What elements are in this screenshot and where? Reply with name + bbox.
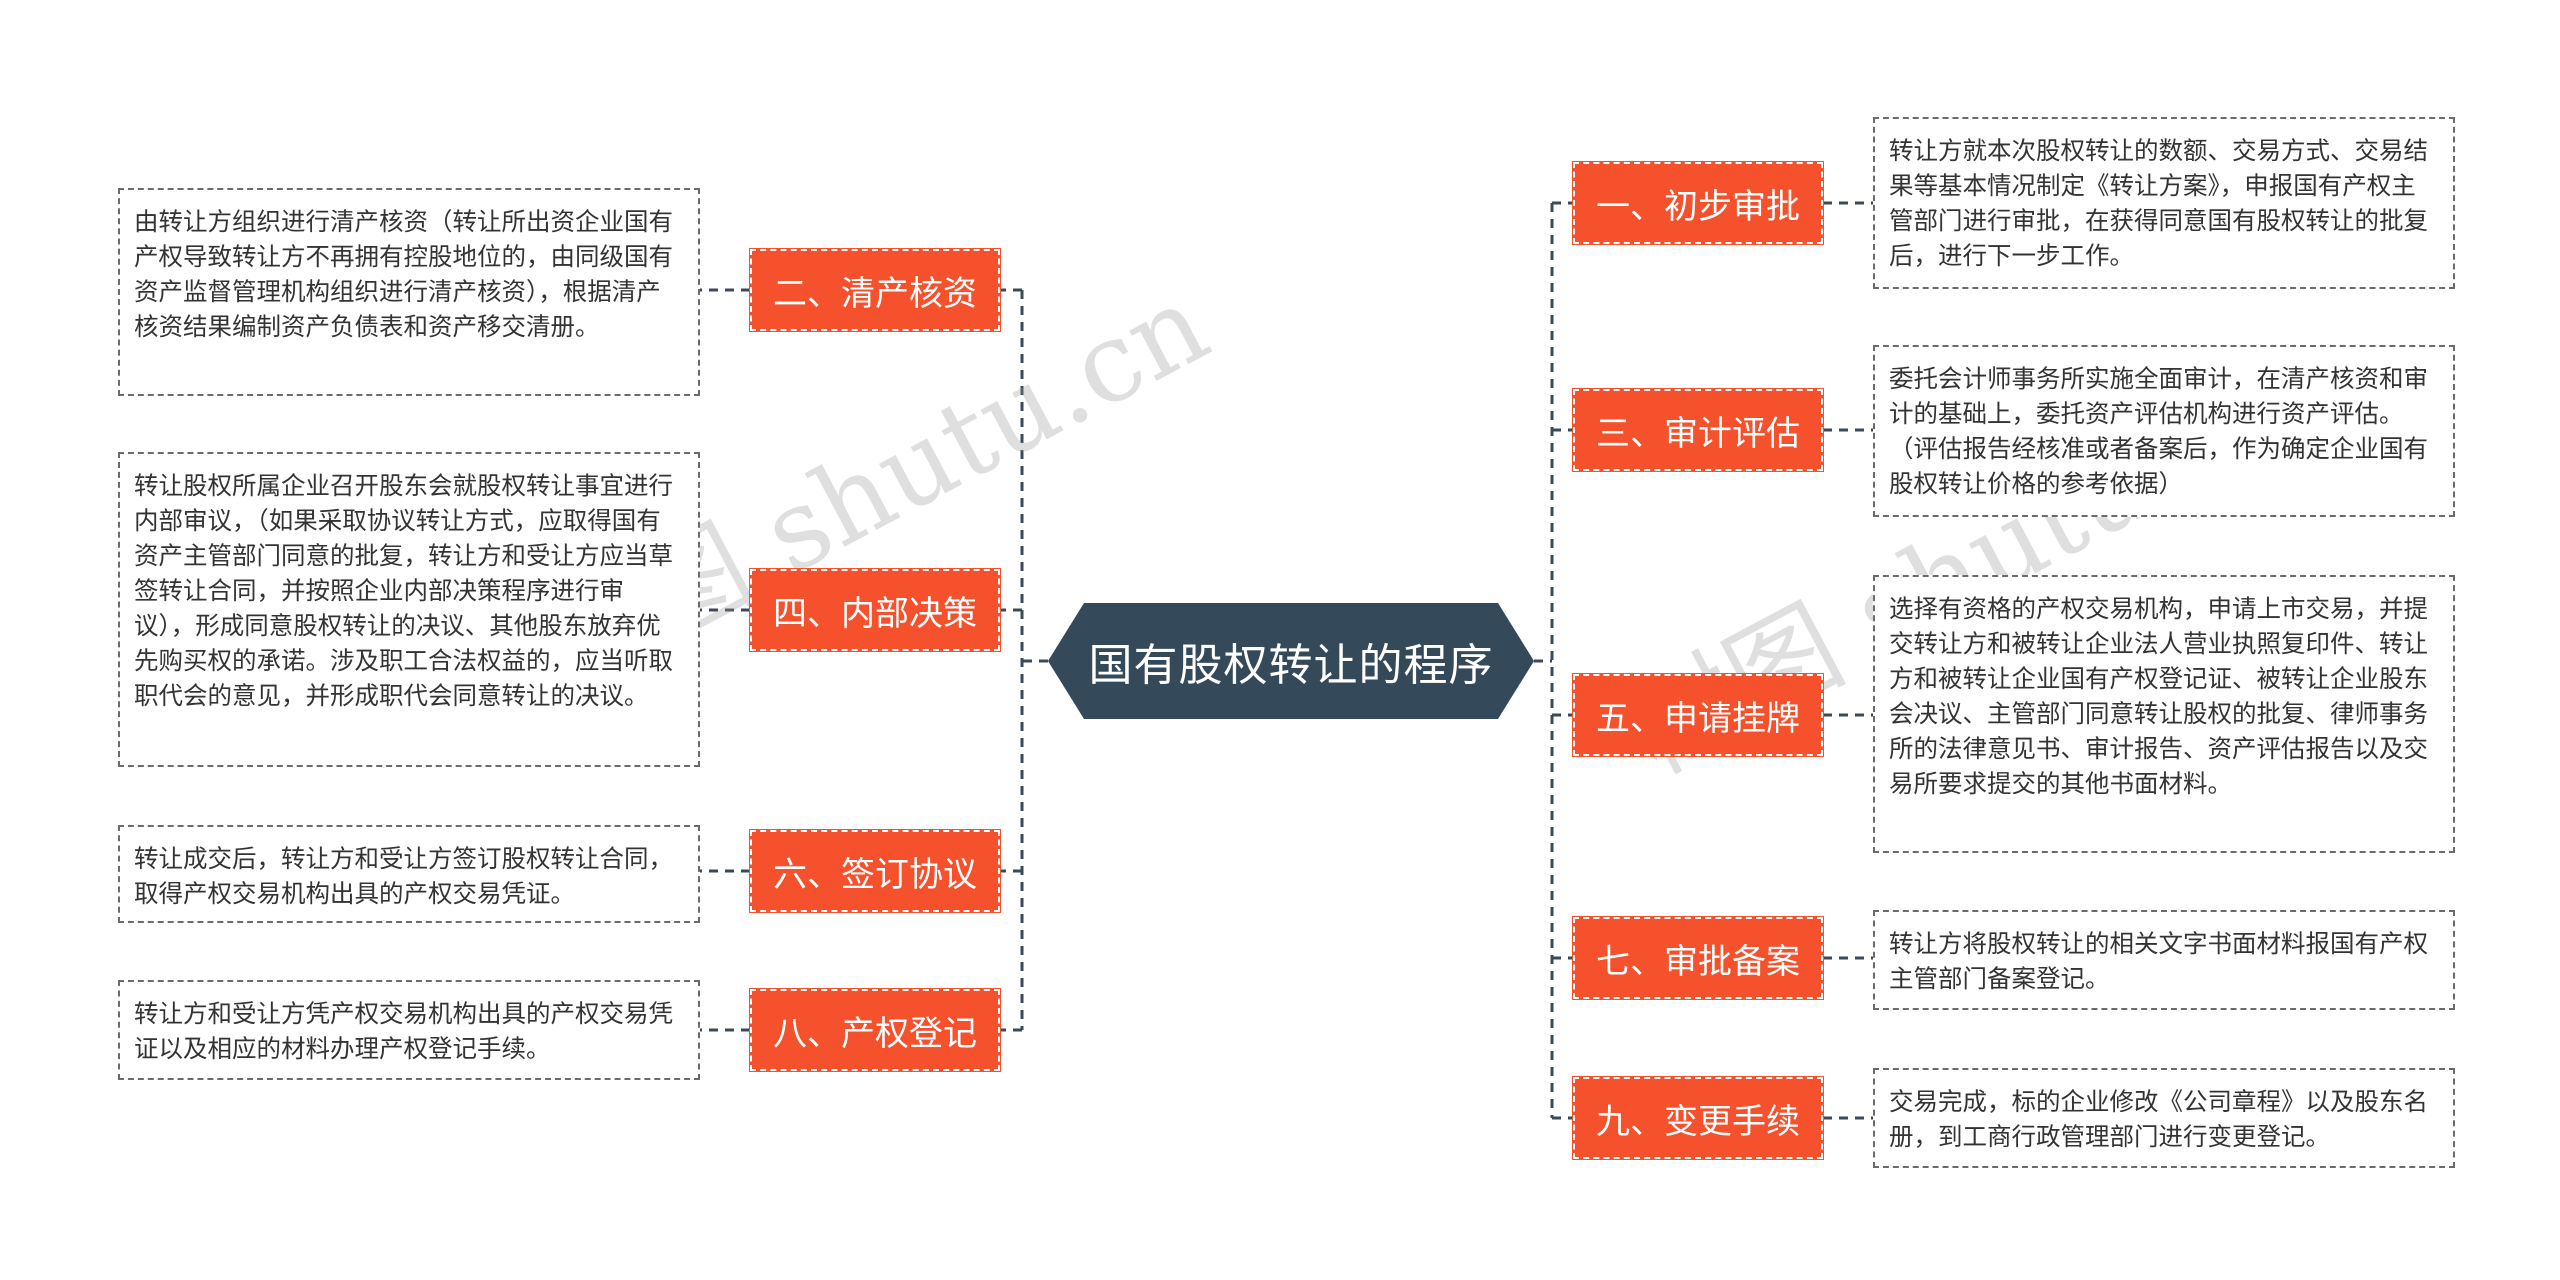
note-chanquan-dengji: 转让方和受让方凭产权交易机构出具的产权交易凭证以及相应的材料办理产权登记手续。 (118, 980, 700, 1080)
topic-shenpi-bei-an[interactable]: 七、审批备案 (1572, 916, 1824, 1000)
topic-qianding-xieyi[interactable]: 六、签订协议 (749, 829, 1001, 913)
topic-chanquan-dengji[interactable]: 八、产权登记 (749, 988, 1001, 1072)
root-topic[interactable]: 国有股权转让的程序 (1048, 603, 1534, 719)
note-qianding-xieyi: 转让成交后，转让方和受让方签订股权转让合同，取得产权交易机构出具的产权交易凭证。 (118, 825, 700, 923)
topic-shenqing-guapai[interactable]: 五、申请挂牌 (1572, 673, 1824, 757)
note-shenpi-bei-an: 转让方将股权转让的相关文字书面材料报国有产权主管部门备案登记。 (1873, 910, 2455, 1010)
topic-shenji-pinggu[interactable]: 三、审计评估 (1572, 388, 1824, 472)
topic-neibu-juece[interactable]: 四、内部决策 (749, 568, 1001, 652)
note-biangeng-shouxu: 交易完成，标的企业修改《公司章程》以及股东名册，到工商行政管理部门进行变更登记。 (1873, 1068, 2455, 1168)
left-trunk-line (1020, 290, 1048, 1030)
note-qingchan-hezi: 由转让方组织进行清产核资（转让所出资企业国有产权导致转让方不再拥有控股地位的，由… (118, 188, 700, 396)
topic-chubu-shenpi[interactable]: 一、初步审批 (1572, 161, 1824, 245)
note-shenqing-guapai: 选择有资格的产权交易机构，申请上市交易，并提交转让方和被转让企业法人营业执照复印… (1873, 575, 2455, 853)
topic-qingchan-hezi[interactable]: 二、清产核资 (749, 248, 1001, 332)
note-chubu-shenpi: 转让方就本次股权转让的数额、交易方式、交易结果等基本情况制定《转让方案》，申报国… (1873, 117, 2455, 289)
note-neibu-juece: 转让股权所属企业召开股东会就股权转让事宜进行内部审议，（如果采取协议转让方式，应… (118, 452, 700, 767)
topic-biangeng-shouxu[interactable]: 九、变更手续 (1572, 1076, 1824, 1160)
right-trunk-line (1534, 203, 1554, 1118)
note-shenji-pinggu: 委托会计师事务所实施全面审计，在清产核资和审计的基础上，委托资产评估机构进行资产… (1873, 345, 2455, 517)
